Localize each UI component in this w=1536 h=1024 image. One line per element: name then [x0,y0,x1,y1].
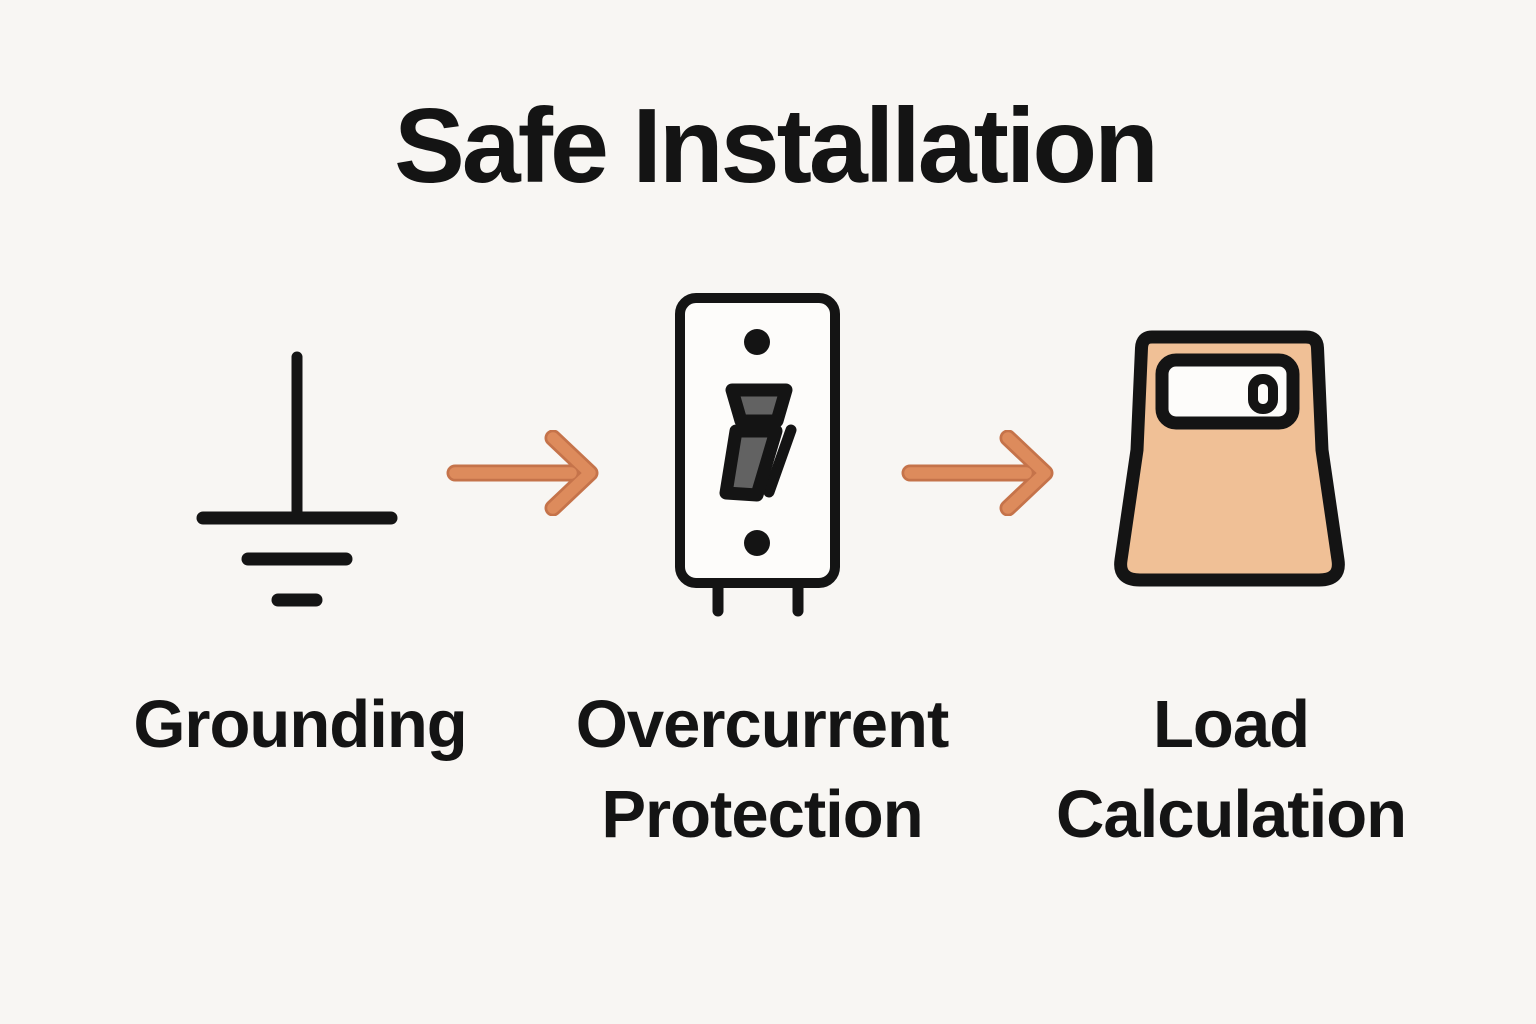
arrow-body [449,432,596,514]
load-scale-icon [1100,318,1360,596]
toggle-switch-icon [660,285,860,625]
step-label-overcurrent-protection: Overcurrent Protection [575,680,950,860]
label-line: Grounding [133,687,467,762]
step-label-load-calculation: Load Calculation [1055,680,1407,860]
label-line: Protection [601,777,923,852]
arrow-right-svg [901,430,1054,516]
arrow-right-svg [446,430,599,516]
ground-symbol-icon [190,340,405,615]
step-label-grounding: Grounding [133,680,467,770]
arrow-body [904,432,1051,514]
arrow-right-icon [900,430,1055,516]
arrow-right-icon [445,430,600,516]
switch-lever-top [725,383,793,428]
page-title: Safe Installation [394,87,1159,205]
switch-top-screw [744,329,770,355]
toggle-switch-svg [675,293,840,617]
label-line: Calculation [1055,777,1407,852]
switch-lever-edge [763,424,797,498]
label-line: Overcurrent [575,687,950,762]
scale-display-zero-digit [1248,374,1278,414]
switch-bottom-screw [744,530,770,556]
load-scale-svg [1114,330,1345,587]
ground-symbol-svg [196,351,398,607]
switch-lever-bottom [719,424,783,502]
label-line: Load [1152,687,1310,762]
